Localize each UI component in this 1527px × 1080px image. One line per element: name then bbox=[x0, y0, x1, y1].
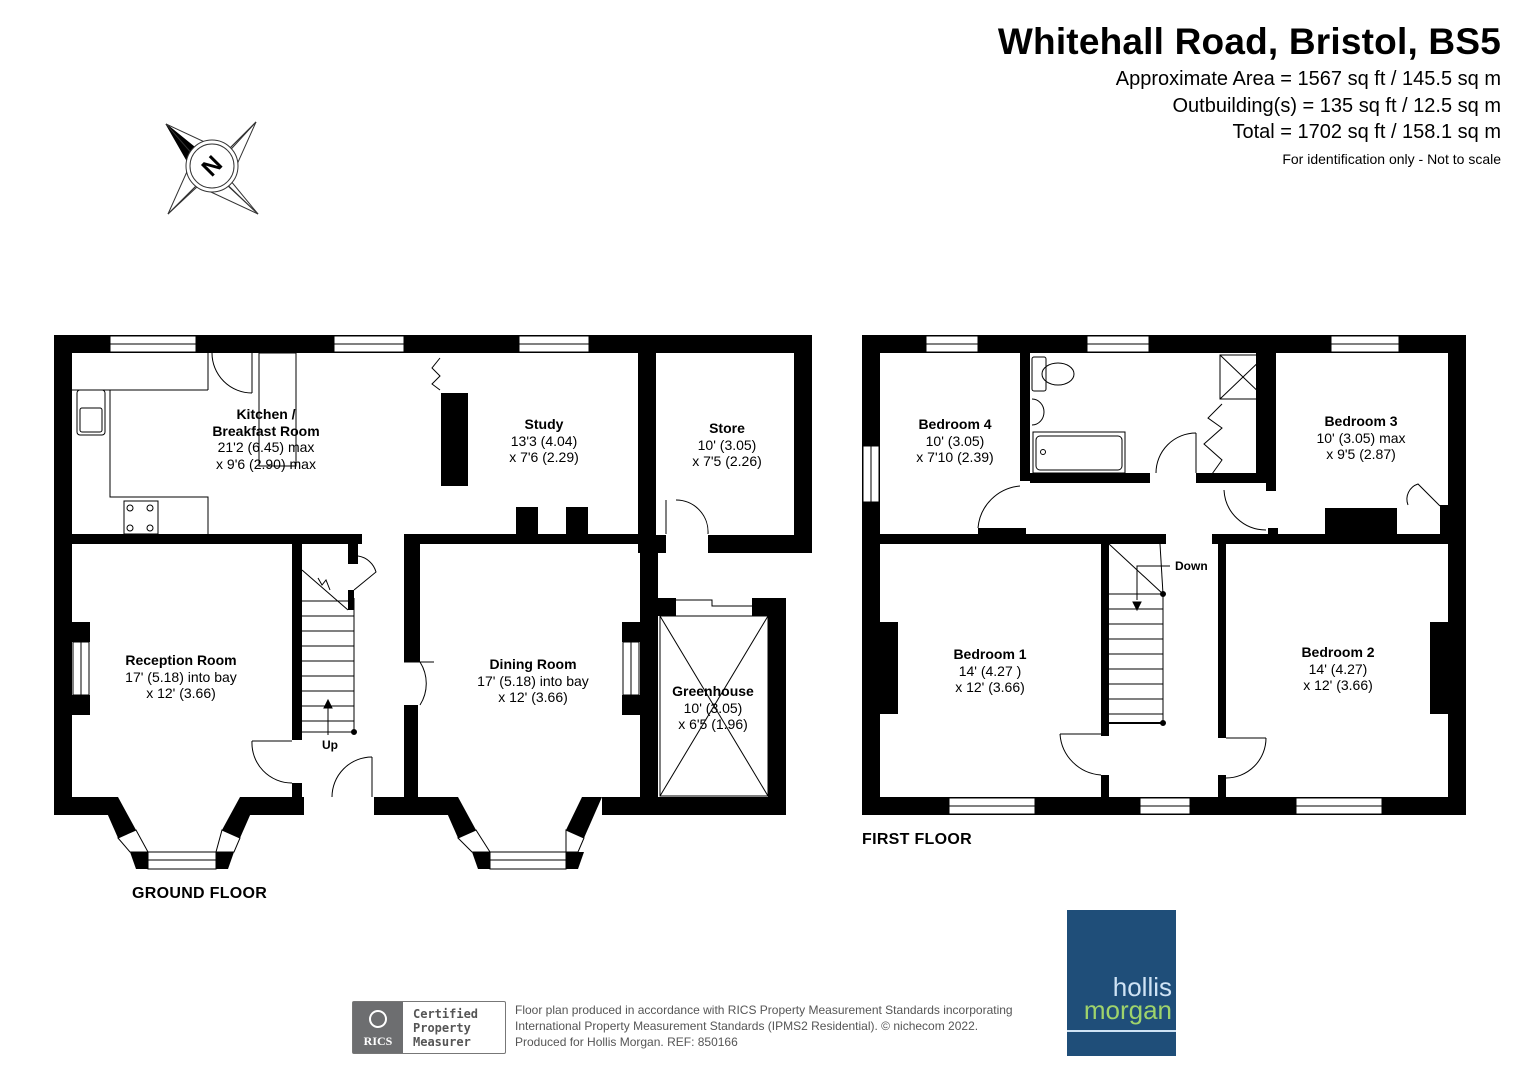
plan-header: Whitehall Road, Bristol, BS5 Approximate… bbox=[998, 18, 1501, 170]
property-title: Whitehall Road, Bristol, BS5 bbox=[997, 21, 1501, 62]
total-area: Total = 1702 sq ft / 158.1 sq m bbox=[1232, 121, 1502, 143]
outbuildings-area: Outbuilding(s) = 135 sq ft / 12.5 sq m bbox=[1172, 94, 1501, 117]
first-floor-fixtures bbox=[977, 354, 1441, 779]
scale-note: For identification only - Not to scale bbox=[1282, 150, 1501, 167]
hollis-morgan-logo: hollis morgan bbox=[1067, 910, 1176, 1056]
ground-floor-fixtures bbox=[72, 352, 769, 798]
first-floor-windows bbox=[862, 335, 1400, 815]
rics-lion-icon bbox=[369, 1010, 387, 1028]
first-floor-label: FIRST FLOOR bbox=[862, 831, 972, 848]
footer-line-2: International Property Measurement Stand… bbox=[515, 1019, 979, 1033]
north-compass-icon: N bbox=[165, 121, 259, 215]
logo-rule bbox=[1067, 1030, 1176, 1032]
ground-floor-walls bbox=[54, 335, 812, 869]
first-floor-walls bbox=[862, 335, 1466, 815]
footer-disclaimer: Floor plan produced in accordance with R… bbox=[515, 1002, 1013, 1050]
rics-cert-text: Certified Property Measurer bbox=[413, 1007, 479, 1049]
approx-area: Approximate Area = 1567 sq ft / 145.5 sq… bbox=[1115, 68, 1501, 90]
footer-line-3: Produced for Hollis Morgan. REF: 850166 bbox=[515, 1035, 738, 1049]
rics-certified-badge: RICS Certified Property Measurer bbox=[352, 1001, 506, 1054]
logo-line-2: morgan bbox=[1083, 995, 1172, 1025]
logo-line-1: hollis bbox=[1112, 972, 1172, 1002]
footer-line-1: Floor plan produced in accordance with R… bbox=[515, 1003, 1013, 1017]
ground-floor-label: GROUND FLOOR bbox=[132, 885, 268, 902]
ground-floor-windows bbox=[72, 335, 752, 870]
rics-logo: RICS bbox=[353, 1002, 403, 1053]
